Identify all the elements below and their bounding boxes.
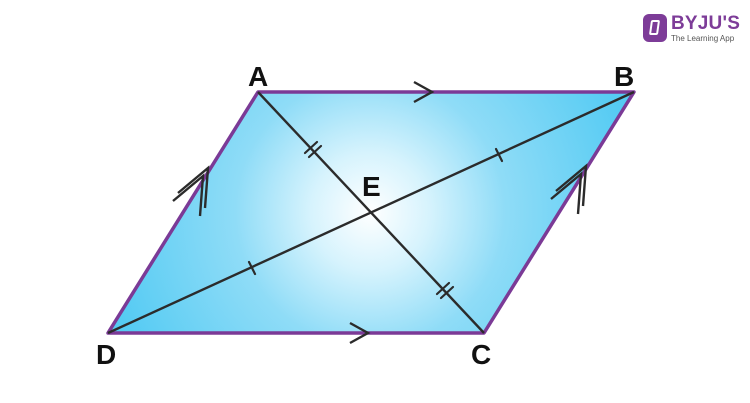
- parallel-arrow-ad: [172, 165, 210, 217]
- parallel-arrow-ab: [413, 80, 435, 104]
- parallel-arrow-bc: [550, 163, 588, 215]
- vertex-label-b: B: [614, 61, 634, 92]
- vertex-label-e: E: [362, 171, 381, 202]
- byjus-logo-icon: [643, 14, 667, 42]
- brand-logo: BYJU'S The Learning App: [643, 10, 747, 46]
- equal-mark-ae: [303, 140, 323, 159]
- diagonal-bd: [107, 90, 635, 335]
- equal-mark-be: [494, 147, 504, 163]
- vertex-label-a: A: [248, 61, 268, 92]
- brand-name: BYJU'S: [671, 12, 741, 34]
- brand-tagline: The Learning App: [671, 33, 735, 43]
- brand-text: BYJU'S The Learning App: [671, 14, 740, 43]
- parallel-arrow-dc: [349, 321, 371, 345]
- vertex-label-c: C: [471, 339, 491, 370]
- equal-mark-ed: [247, 260, 257, 276]
- equal-mark-ec: [435, 281, 455, 300]
- vertex-label-d: D: [96, 339, 116, 370]
